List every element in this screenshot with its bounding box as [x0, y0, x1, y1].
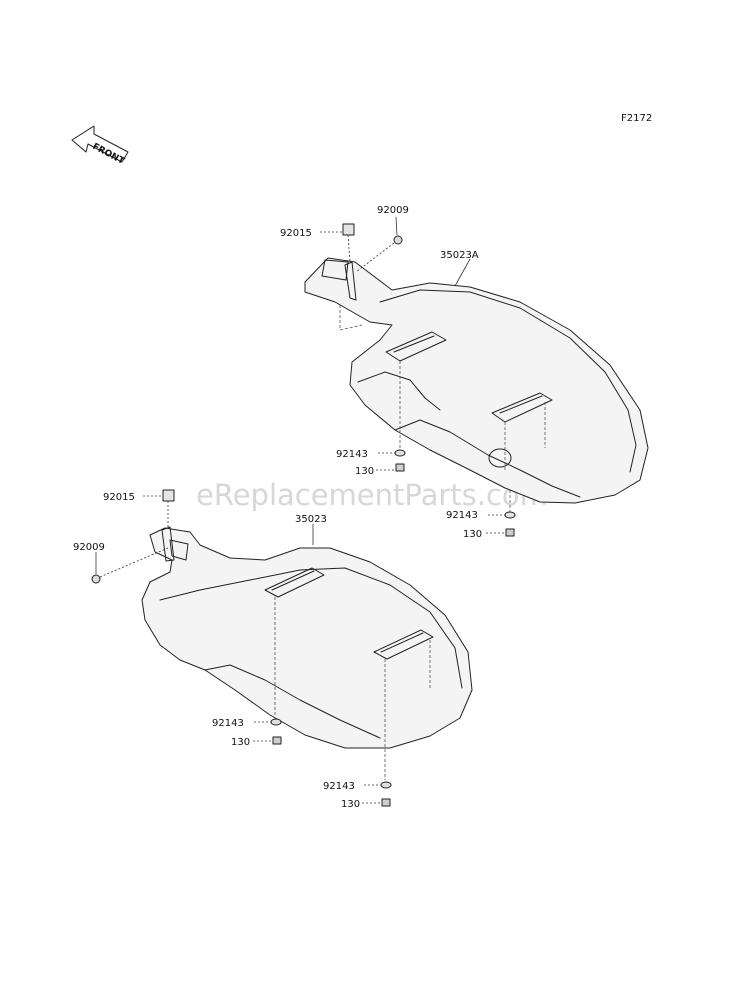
nut-label-left-rear: 92143 — [323, 781, 355, 792]
clip-label-right: 92015 — [280, 228, 312, 239]
screw-label-left-front: 130 — [231, 737, 250, 748]
screw-label-left-rear: 130 — [341, 799, 360, 810]
nut-92143-right-rear — [488, 490, 516, 519]
screw-130-right-front — [376, 463, 405, 472]
front-arrow-icon: FRONT — [71, 125, 129, 167]
fender-label-right: 35023A — [440, 250, 479, 261]
figure-code: F2172 — [621, 113, 652, 124]
bolt-92009-right — [355, 216, 403, 273]
clip-92015-right — [320, 223, 355, 263]
nut-92143-left-rear — [364, 781, 392, 789]
bolt-92009-left — [91, 547, 169, 584]
nut-label-right-rear: 92143 — [446, 510, 478, 521]
fender-right-35023a — [304, 257, 649, 504]
nut-label-right-front: 92143 — [336, 449, 368, 460]
fender-label-left: 35023 — [295, 514, 327, 525]
bolt-label-left: 92009 — [73, 542, 105, 553]
screw-130-right-rear — [486, 528, 515, 537]
nut-label-left-front: 92143 — [212, 718, 244, 729]
screw-label-right-front: 130 — [355, 466, 374, 477]
fender-left-35023 — [141, 526, 473, 780]
nut-92143-left-front — [254, 718, 282, 726]
watermark-text: eReplacementParts.com — [196, 478, 548, 512]
nut-92143-right-front — [378, 430, 406, 457]
leader-35023a — [454, 258, 471, 287]
clip-92015-left — [143, 489, 175, 528]
bolt-label-right: 92009 — [377, 205, 409, 216]
clip-label-left: 92015 — [103, 492, 135, 503]
screw-130-left-rear — [362, 798, 391, 807]
screw-label-right-rear: 130 — [463, 529, 482, 540]
screw-130-left-front — [253, 736, 282, 745]
